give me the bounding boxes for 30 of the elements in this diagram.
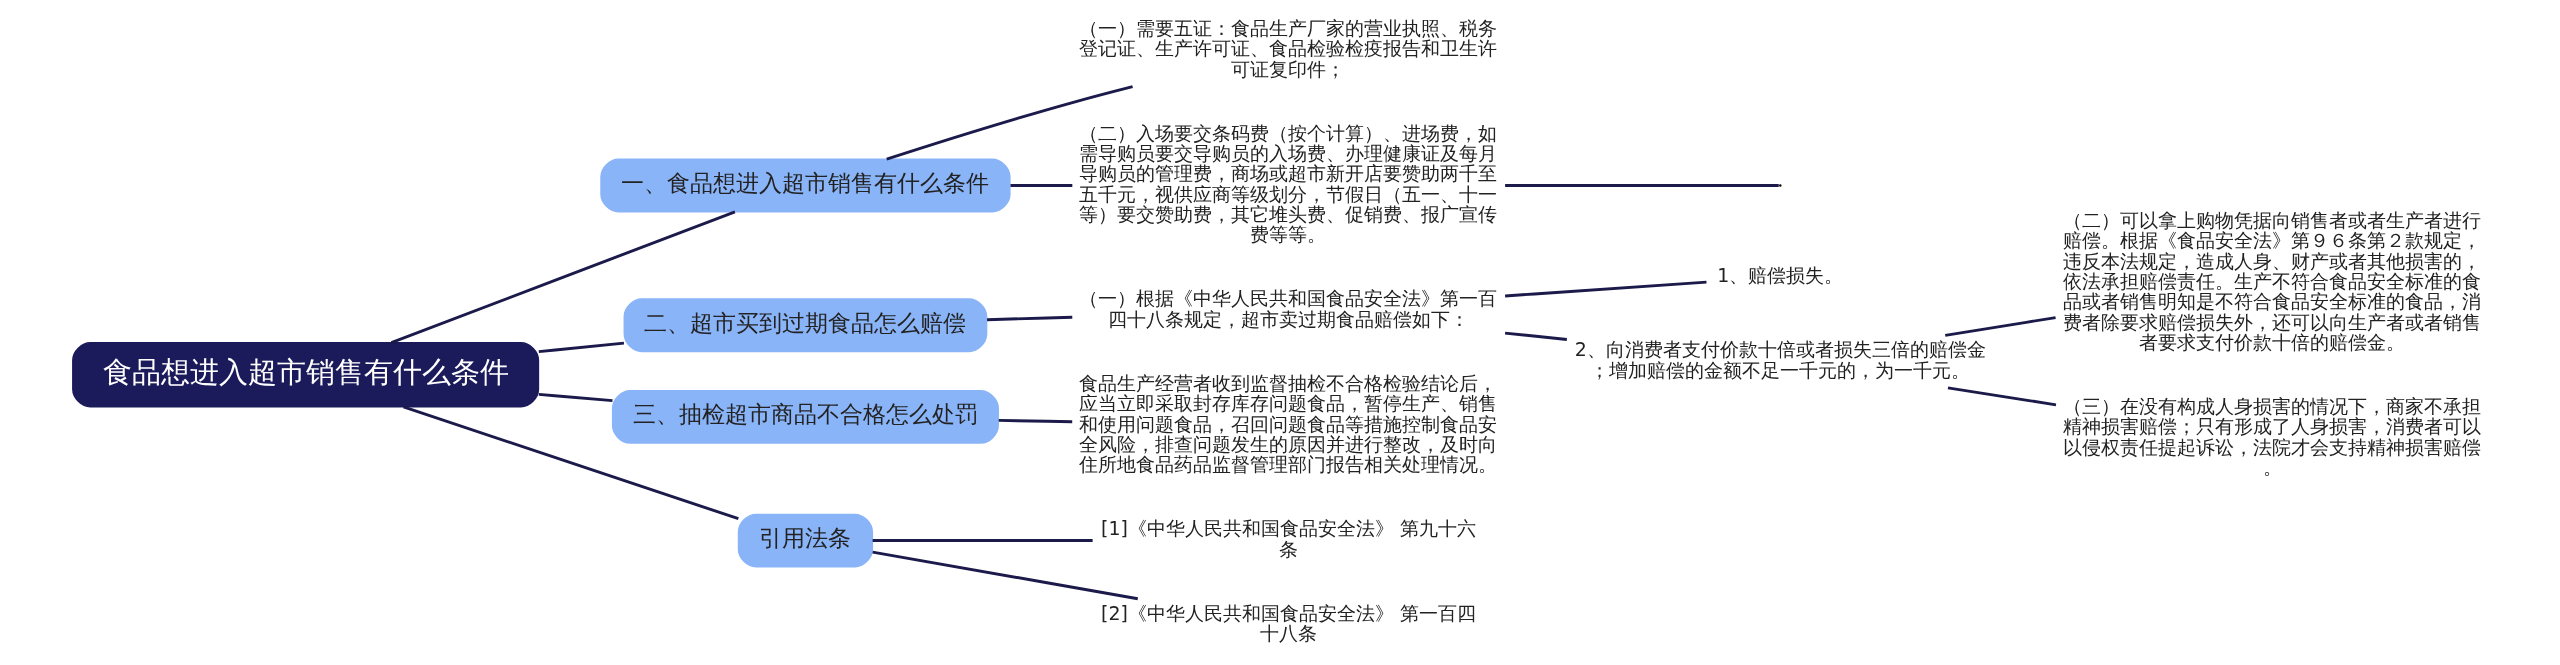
node-text: 食品生产经营者收到监督抽检不合格检验结论后，应当立即采取封存库存问题食品，暂停生产、销售和使用问题食品，召回问题食品等措施控制食品安全风险，排查问题发生的原因并进行整改，及时向住所地食品药品监督管理部门报告相关处理情况。 xyxy=(1079,371,1497,476)
connector xyxy=(1947,386,2056,407)
node-box: 二、超市买到过期食品怎么赔偿 xyxy=(623,298,987,353)
connector xyxy=(1504,331,1567,341)
node-box: 一、食品想进入超市销售有什么条件 xyxy=(599,158,1011,213)
node-text: （三）在没有构成人身损害的情况下，商家不承担精神损害赔偿；只有形成了人身损害，消费者可以以侵权责任提起诉讼，法院才会支持精神损害赔偿。 xyxy=(2062,395,2481,479)
connector xyxy=(1010,184,1072,187)
connector xyxy=(538,341,624,354)
connector xyxy=(872,539,1093,543)
node-text: （二）可以拿上购物凭据向销售者或者生产者进行赔偿。根据《食品安全法》第９６条第２款规定，违反本法规定，造成人身、财产或者其他损害的，依法承担赔偿责任。生产不符合食品安全标准的食品或者销售明知是不符合食品安全标准的食品，消费者除要求赔偿损失外，还可以向生产者或者销售者要求支付价款十倍的赔偿金。 xyxy=(2062,208,2481,354)
node-box: 引用法条 xyxy=(737,513,873,568)
connector xyxy=(998,418,1072,424)
node-box: 三、抽检超市商品不合格怎么处罚 xyxy=(611,389,999,444)
node-text: （二）入场要交条码费（按个计算）、进场费，如需导购员要交导购员的入场费、办理健康证及每月导购员的管理费，商场或超市新开店要赞助两千至五千元，视供应商等级划分，节假日（五一、十一等）要交赞助费，其它堆头费、促销费、报广宣传费等等。 xyxy=(1079,121,1497,246)
node-text: （一）根据《中华人民共和国食品安全法》第一百四十八条规定，超市卖过期食品赔偿如下： xyxy=(1079,287,1497,330)
node-text: 1、赔偿损失。 xyxy=(1716,264,1843,287)
node-text: （一）需要五证：食品生产厂家的营业执照、税务登记证、生产许可证、食品检验检疫报告和卫生许可证复印件； xyxy=(1079,16,1497,80)
node-text: [1]《中华人民共和国食品安全法》 第九十六条 xyxy=(1100,517,1476,560)
connector xyxy=(1944,316,2056,337)
connector xyxy=(390,210,735,344)
connector xyxy=(538,392,613,403)
connector xyxy=(1504,280,1707,298)
connector xyxy=(871,550,1138,601)
connector xyxy=(402,405,739,521)
node-text: 2、向消费者支付价款十倍或者损失三倍的赔偿金；增加赔偿的金额不足一千元的，为一千元。 xyxy=(1574,338,1986,381)
node-box: 食品想进入超市销售有什么条件 xyxy=(71,341,539,408)
connector xyxy=(986,315,1072,322)
connector xyxy=(885,85,1133,161)
node-text: [2]《中华人民共和国食品安全法》 第一百四十八条 xyxy=(1100,601,1476,645)
connector xyxy=(1504,184,1779,187)
